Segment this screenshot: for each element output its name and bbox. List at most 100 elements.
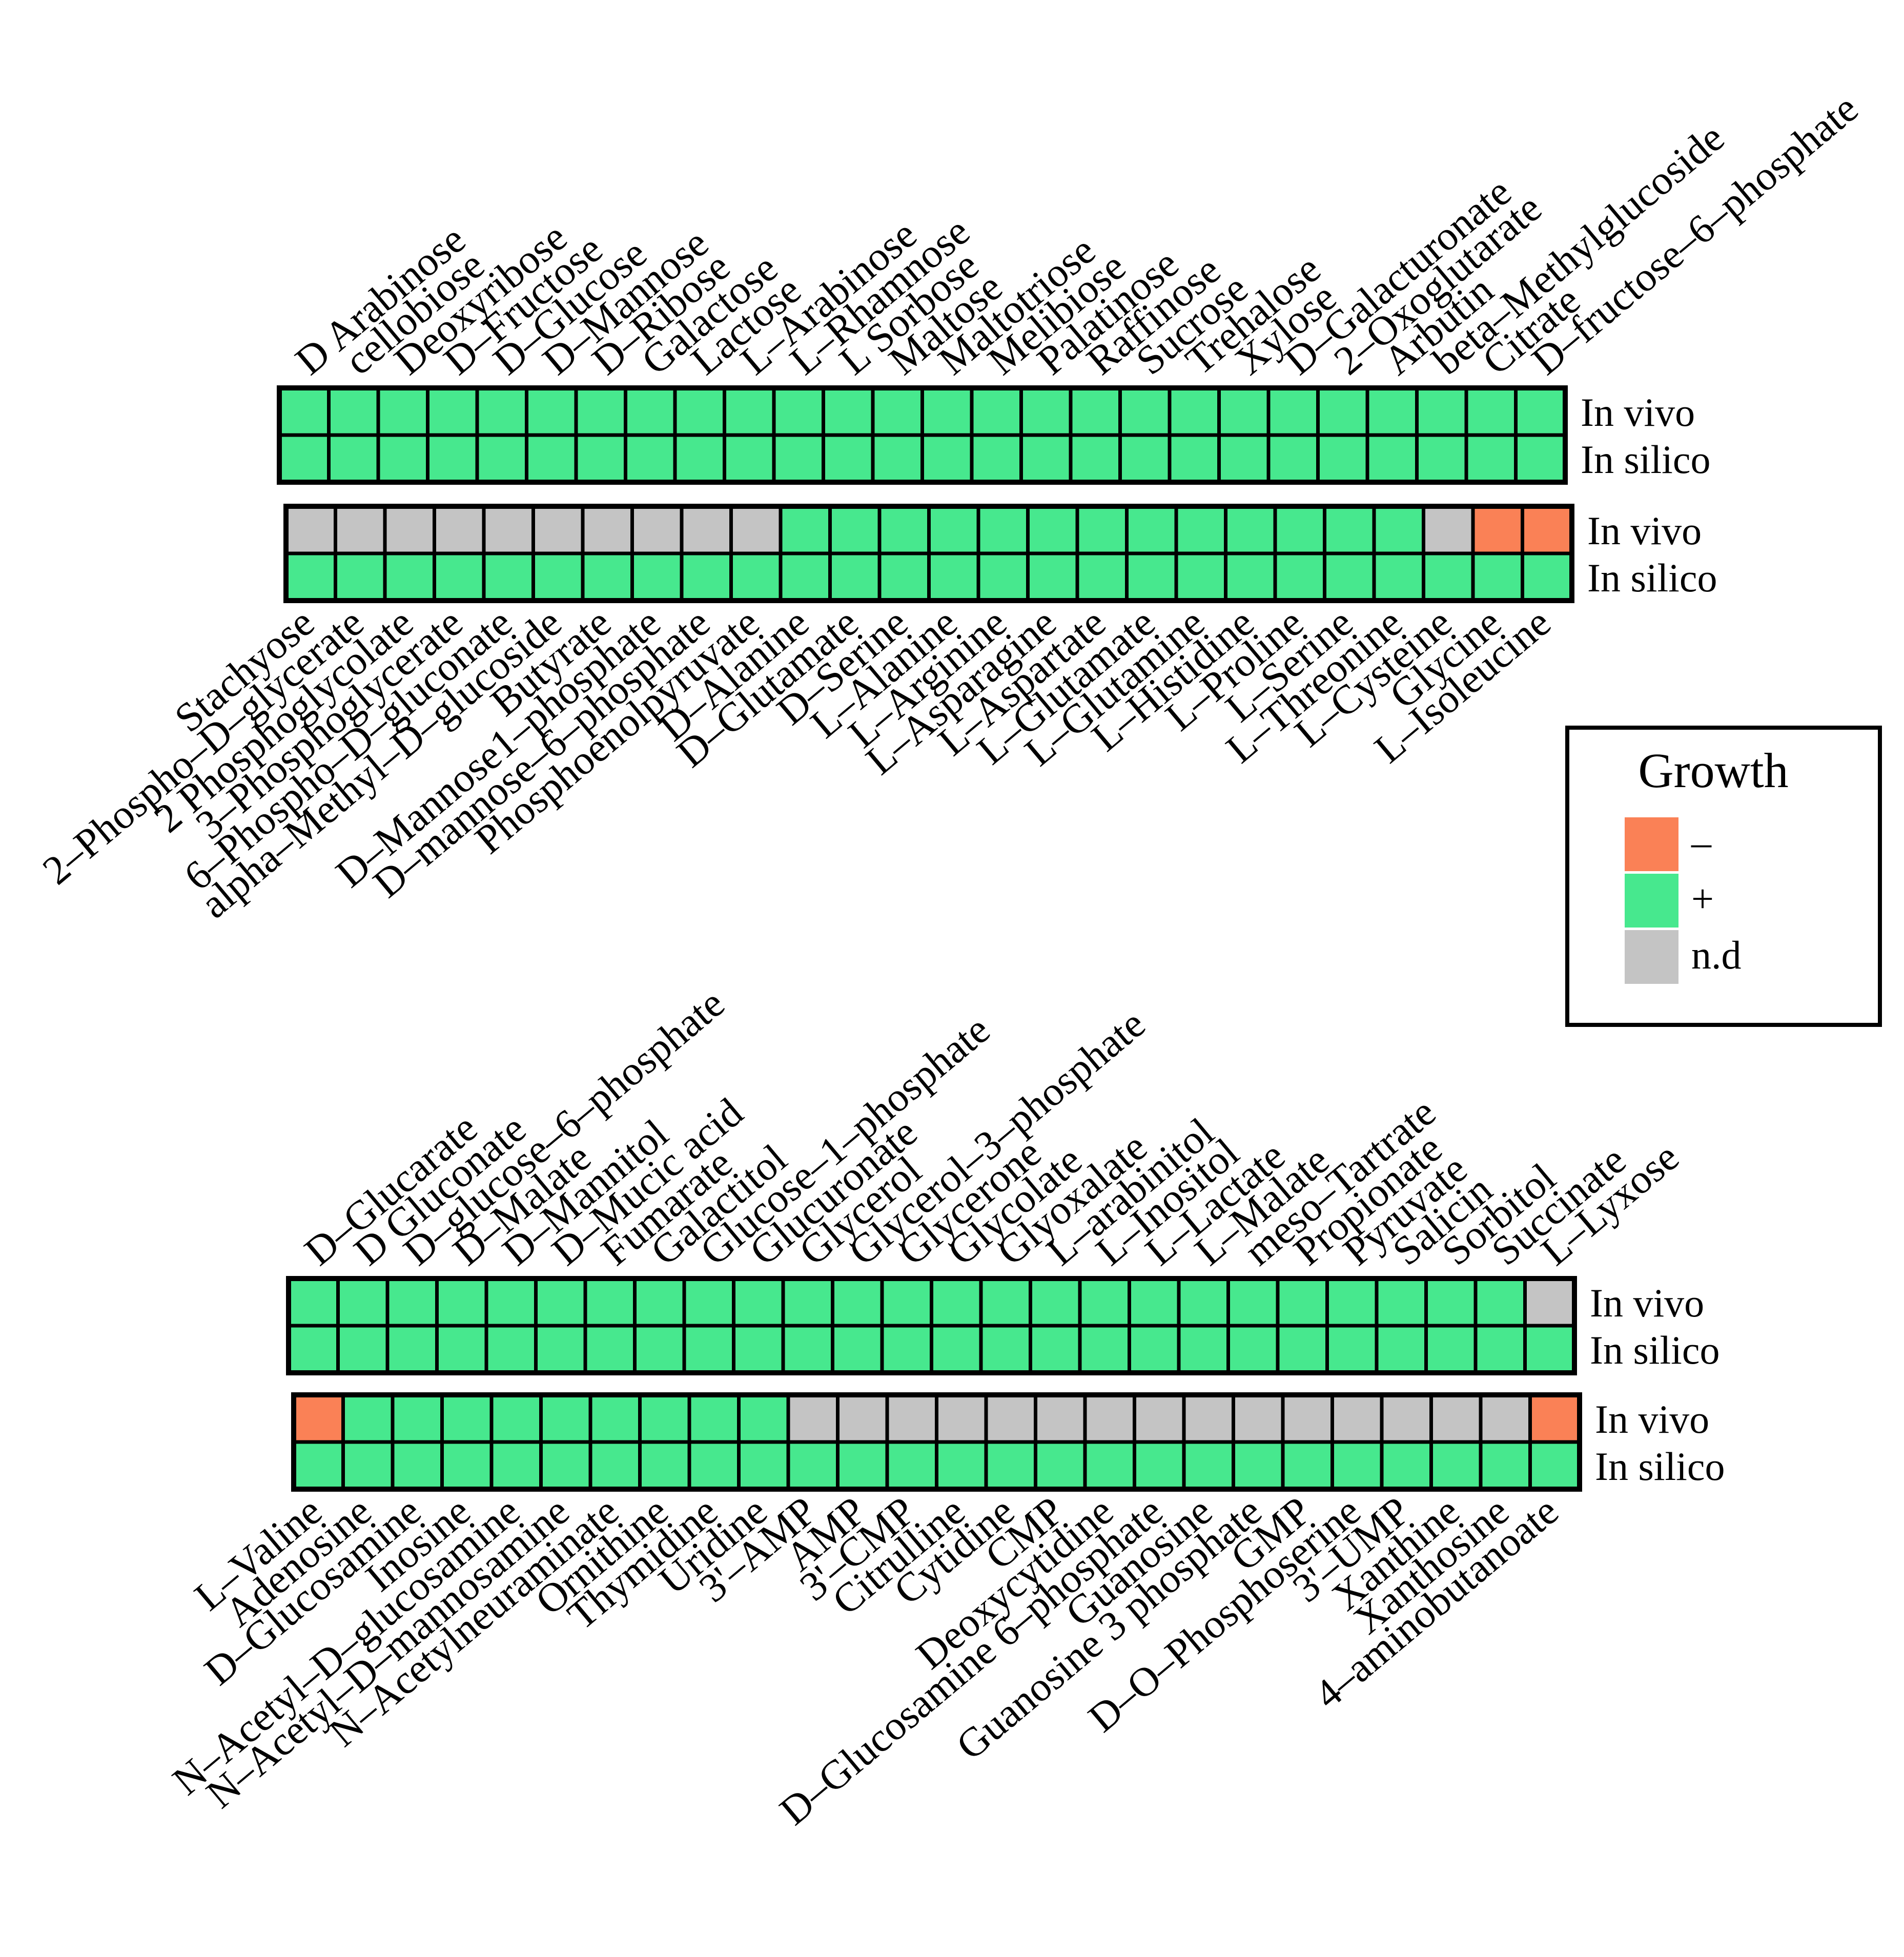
heatmap-cell	[1273, 551, 1326, 603]
heatmap-cell	[336, 1276, 390, 1328]
heatmap-cell	[1273, 504, 1326, 555]
heatmap-cell	[1266, 386, 1320, 437]
legend-label-neg: –	[1691, 820, 1712, 864]
heatmap-cell	[682, 1324, 735, 1375]
heatmap-cell	[979, 1324, 1032, 1375]
heatmap-cell	[1375, 1276, 1428, 1328]
heatmap-cell	[539, 1393, 592, 1444]
heatmap-cell	[588, 1440, 642, 1491]
heatmap-cell	[682, 1276, 735, 1328]
heatmap-cell	[885, 1393, 938, 1444]
heatmap-cell	[1083, 1440, 1136, 1491]
legend-label-pos: +	[1691, 876, 1714, 921]
heatmap-cell	[687, 1393, 741, 1444]
heatmap-cell	[880, 1324, 933, 1375]
heatmap-cell	[440, 1393, 494, 1444]
heatmap-cell	[327, 386, 380, 437]
heatmap-cell	[1026, 551, 1079, 603]
heatmap-cell	[426, 433, 479, 484]
heatmap-cell	[1514, 433, 1567, 484]
heatmap-cell	[984, 1440, 1037, 1491]
heatmap-cell	[831, 1324, 884, 1375]
heatmap-cell	[779, 504, 832, 555]
heatmap-cell	[737, 1393, 790, 1444]
heatmap-cell	[588, 1393, 642, 1444]
heatmap-cell	[786, 1440, 840, 1491]
heatmap-cell	[1424, 1324, 1478, 1375]
heatmap-cell	[1375, 1324, 1428, 1375]
heatmap-cell	[1069, 386, 1122, 437]
heatmap-cell	[391, 1440, 444, 1491]
heatmap-cell	[1330, 1393, 1384, 1444]
heatmap-cell	[1174, 504, 1227, 555]
heatmap-cell	[1464, 386, 1518, 437]
heatmap-cell	[1521, 551, 1574, 603]
heatmap-cell	[1281, 1393, 1334, 1444]
heatmap-cell	[1083, 1393, 1136, 1444]
heatmap-cell	[836, 1393, 889, 1444]
heatmap-panel-border	[291, 1392, 1582, 1492]
heatmap-cell	[1473, 1276, 1527, 1328]
heatmap-cell	[292, 1393, 345, 1444]
heatmap-cell	[871, 386, 924, 437]
heatmap-cell	[525, 386, 578, 437]
heatmap-cell	[574, 386, 627, 437]
heatmap-cell	[489, 1393, 543, 1444]
heatmap-cell	[930, 1276, 983, 1328]
heatmap-cell	[1069, 433, 1122, 484]
heatmap-cell	[1232, 1393, 1285, 1444]
heatmap-cell	[1372, 551, 1425, 603]
heatmap-cell	[1316, 433, 1369, 484]
heatmap-cell	[732, 1276, 785, 1328]
heatmap-cell	[1182, 1393, 1235, 1444]
heatmap-cell	[525, 433, 578, 484]
heatmap-cell	[581, 551, 634, 603]
heatmap-cell	[781, 1276, 834, 1328]
heatmap-cell	[979, 1276, 1032, 1328]
heatmap-cell	[531, 504, 585, 555]
legend-box	[1565, 726, 1882, 1027]
heatmap-cell	[1323, 551, 1376, 603]
heatmap-cell	[583, 1276, 637, 1328]
heatmap-cell	[723, 386, 776, 437]
heatmap-cell	[1133, 1393, 1186, 1444]
heatmap-cell	[930, 1324, 983, 1375]
heatmap-cell	[1514, 386, 1567, 437]
heatmap-cell	[1528, 1393, 1582, 1444]
heatmap-cell	[1276, 1276, 1329, 1328]
heatmap-cell	[927, 551, 980, 603]
heatmap-cell	[673, 433, 726, 484]
heatmap-cell	[687, 1440, 741, 1491]
heatmap-cell	[880, 1276, 933, 1328]
heatmap-cell	[1125, 504, 1178, 555]
heatmap-cell	[341, 1393, 395, 1444]
heatmap-cell	[489, 1440, 543, 1491]
heatmap-cell	[1266, 433, 1320, 484]
heatmap-cell	[336, 1324, 390, 1375]
heatmap-cell	[1424, 1276, 1478, 1328]
heatmap-cell	[1118, 386, 1172, 437]
row-label: In vivo	[1590, 1281, 1704, 1325]
heatmap-cell	[624, 386, 677, 437]
heatmap-cell	[385, 1324, 439, 1375]
heatmap-cell	[334, 504, 387, 555]
heatmap-cell	[828, 504, 882, 555]
heatmap-cell	[475, 433, 528, 484]
heatmap-cell	[440, 1440, 494, 1491]
heatmap-cell	[970, 386, 1023, 437]
heatmap-cell	[334, 551, 387, 603]
heatmap-cell	[327, 433, 380, 484]
heatmap-cell	[1125, 551, 1178, 603]
heatmap-cell	[1365, 433, 1419, 484]
heatmap-panel-border	[283, 504, 1574, 603]
heatmap-cell	[1118, 433, 1172, 484]
row-label: In vivo	[1587, 508, 1702, 553]
heatmap-cell	[970, 433, 1023, 484]
heatmap-cell	[638, 1393, 691, 1444]
heatmap-cell	[1078, 1324, 1131, 1375]
heatmap-cell	[1422, 504, 1475, 555]
heatmap-cell	[1075, 504, 1129, 555]
